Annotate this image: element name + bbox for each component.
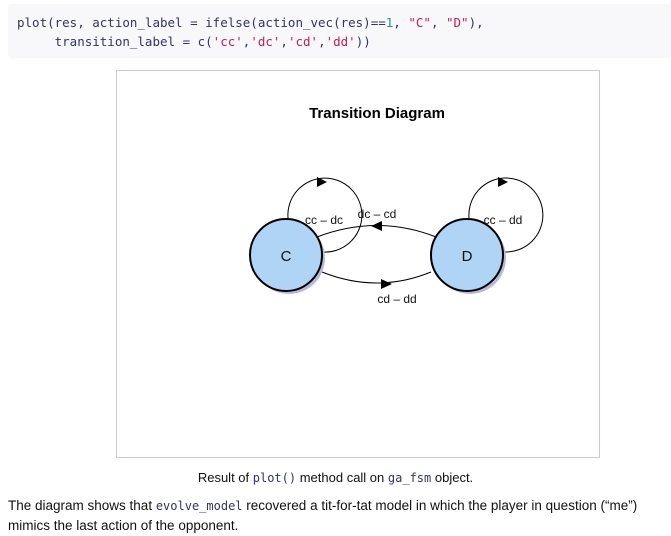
diagram-frame — [116, 70, 600, 458]
edge-d-loop — [468, 177, 544, 253]
node-c-label: C — [281, 248, 292, 265]
edge-label: cd – dd — [377, 292, 416, 306]
figure-caption: Result of plot() method call on ga_fsm o… — [197, 470, 474, 485]
arrow-icon — [371, 221, 382, 231]
body-paragraph: The diagram shows that evolve_model reco… — [8, 498, 638, 533]
edge-c-loop — [287, 177, 363, 253]
edge-label: dc – cd — [358, 207, 397, 221]
arrow-icon — [381, 279, 392, 289]
arrow-icon — [317, 177, 327, 187]
edge-label: cc – dd — [484, 213, 523, 227]
node-d — [430, 218, 504, 292]
code-block: plot(res, action_label = ifelse(action_v… — [8, 4, 671, 58]
node-d-label: D — [462, 248, 473, 265]
diagram-title: Transition Diagram — [309, 105, 445, 122]
node-c — [249, 218, 323, 292]
edge-label: cc – dc — [305, 213, 343, 227]
arrow-icon — [498, 177, 508, 187]
edge-c-to-d — [321, 271, 432, 284]
